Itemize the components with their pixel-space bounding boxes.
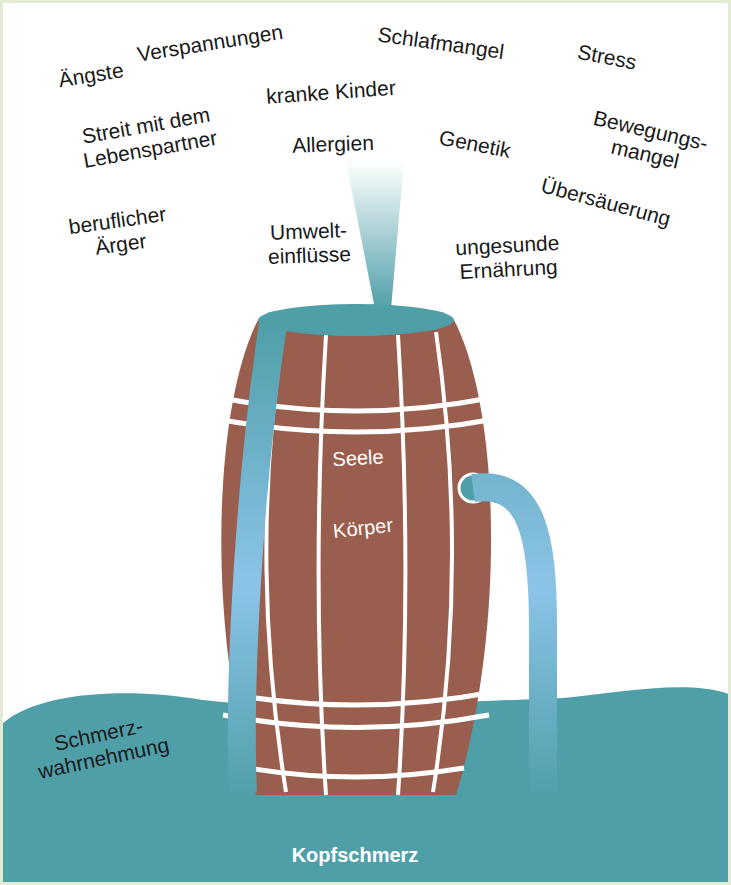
cause-label: Verspannungen: [135, 20, 284, 66]
cause-label: beruflicher Ärger: [56, 200, 181, 263]
water-stream: [242, 324, 273, 793]
barrel: SeeleKörper: [208, 298, 503, 798]
barrel-outline: [208, 298, 503, 798]
cause-label: Schlafmangel: [376, 23, 505, 64]
barrel-tap: [459, 474, 487, 502]
inflow-stream: [346, 161, 404, 309]
cause-label: Übersäuerung: [539, 173, 674, 230]
puddle-shape: [3, 687, 731, 885]
cause-label: Bewegungs- mangel: [584, 106, 712, 179]
cause-label: Streit mit dem Lebenspartner: [63, 100, 234, 175]
barrel-water-surface: [258, 304, 454, 336]
cause-label: Ängste: [57, 58, 125, 91]
water-stream: [473, 487, 543, 793]
cause-label: Umwelt- einflüsse: [258, 218, 360, 268]
barrel-label: Seele: [332, 445, 384, 470]
barrel-hoops: [217, 398, 495, 777]
barrel-body: [221, 320, 491, 795]
cause-label: Genetik: [437, 126, 513, 163]
cause-label: Allergien: [292, 131, 374, 157]
puddle-title: Kopfschmerz: [292, 844, 419, 866]
cause-label: kranke Kinder: [266, 76, 397, 108]
cause-label: Stress: [576, 40, 639, 74]
cause-label: ungesunde Ernährung: [444, 230, 571, 284]
